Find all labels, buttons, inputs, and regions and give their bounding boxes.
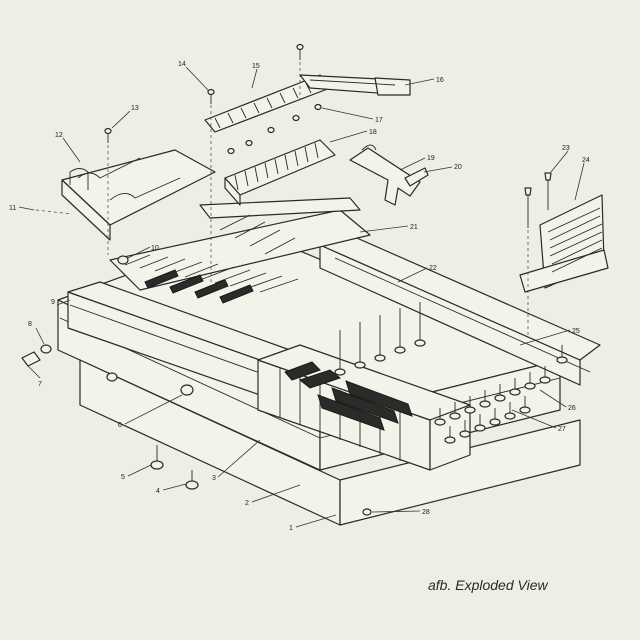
assembly-guides bbox=[35, 62, 529, 335]
cover-plate bbox=[61, 149, 216, 241]
callout-9: 9 bbox=[51, 299, 55, 306]
callout-6: 6 bbox=[118, 422, 122, 429]
callout-2: 2 bbox=[245, 500, 249, 507]
callout-28: 28 bbox=[422, 509, 430, 516]
callout-22: 22 bbox=[429, 265, 437, 272]
callout-3: 3 bbox=[212, 475, 216, 482]
callout-7: 7 bbox=[38, 381, 42, 388]
callout-8: 8 bbox=[28, 321, 32, 328]
callout-5: 5 bbox=[121, 474, 125, 481]
callout-13: 13 bbox=[131, 105, 139, 112]
callout-20: 20 bbox=[454, 164, 462, 171]
figure-caption: afb. Exploded View bbox=[428, 577, 548, 593]
lever-bracket bbox=[349, 144, 429, 206]
callout-4: 4 bbox=[156, 488, 160, 495]
callout-10: 10 bbox=[151, 245, 159, 252]
callout-23: 23 bbox=[562, 145, 570, 152]
callout-26: 26 bbox=[568, 405, 576, 412]
callout-25: 25 bbox=[572, 328, 580, 335]
callout-1: 1 bbox=[289, 525, 293, 532]
callout-27: 27 bbox=[558, 426, 566, 433]
callout-19: 19 bbox=[427, 155, 435, 162]
rear-rail bbox=[319, 234, 601, 386]
leader-lines bbox=[18, 66, 585, 528]
callout-24: 24 bbox=[582, 157, 590, 164]
callout-21: 21 bbox=[410, 224, 418, 231]
side-panel bbox=[519, 172, 609, 293]
guide-pins bbox=[334, 302, 568, 444]
hammer-assembly bbox=[109, 197, 371, 304]
callout-12: 12 bbox=[55, 132, 63, 139]
front-rail bbox=[67, 281, 291, 396]
callout-15: 15 bbox=[252, 63, 260, 70]
callout-14: 14 bbox=[178, 61, 186, 68]
callout-17: 17 bbox=[375, 117, 383, 124]
hammer-shank-group bbox=[224, 139, 336, 206]
callout-18: 18 bbox=[369, 129, 377, 136]
callout-11: 11 bbox=[9, 205, 16, 212]
hardware bbox=[21, 43, 372, 516]
top-bracket bbox=[299, 74, 411, 96]
callout-16: 16 bbox=[436, 77, 444, 84]
callout-labels: 1 2 3 4 5 6 7 8 9 10 11 12 13 14 15 16 1… bbox=[9, 61, 590, 532]
